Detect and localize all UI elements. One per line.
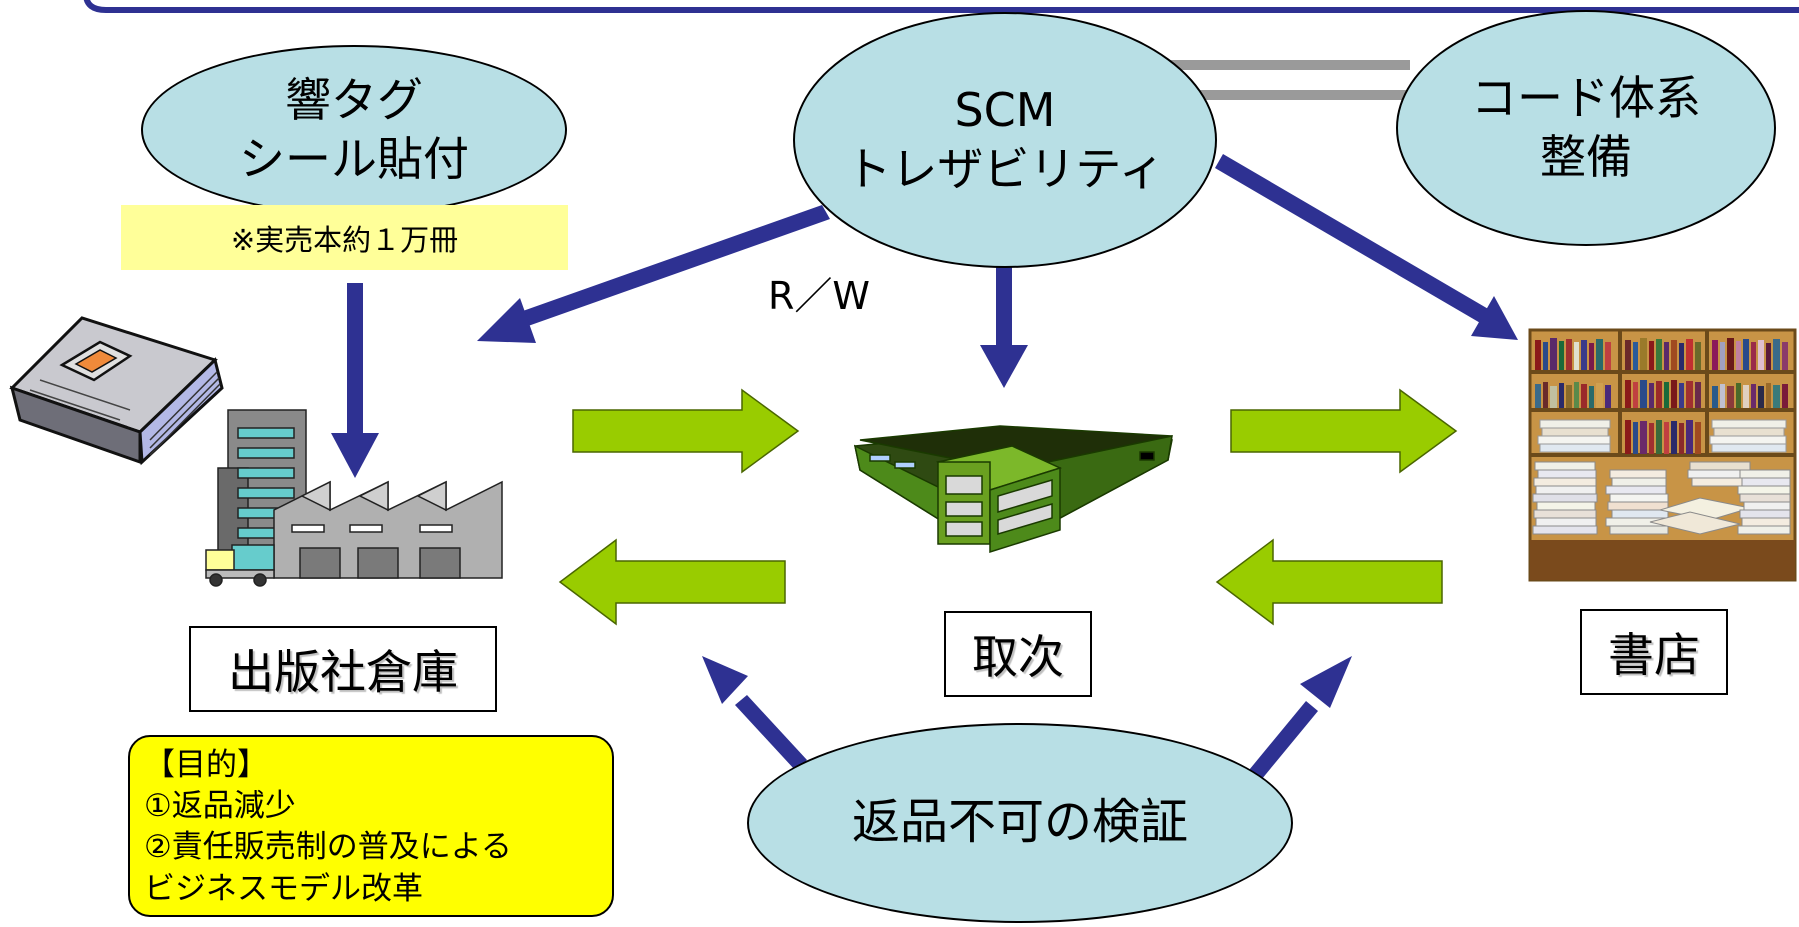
purpose-box: 【目的】 ①返品減少 ②責任販売制の普及による ビジネスモデル改革 (128, 735, 614, 917)
ellipse-scm: SCM トレザビリティ (793, 12, 1217, 268)
blue-arrows (331, 154, 1518, 791)
arrow-scm-to-publisher (477, 205, 830, 343)
green-arrows (558, 388, 1458, 626)
purpose-item: ①返品減少 (144, 788, 296, 825)
rw-label: R／W (768, 274, 870, 318)
arrow-verify-to-bookstore (1240, 656, 1352, 791)
warehouse-icon (205, 409, 503, 587)
ellipse-code-system: コード体系 整備 (1396, 10, 1776, 246)
ellipse-return-verify: 返品不可の検証 (747, 723, 1293, 923)
purpose-item: ②責任販売制の普及による (144, 829, 512, 866)
green-arrow-bookstore-to-distributor (1215, 538, 1443, 626)
node-bookstore: 書店 (1580, 609, 1728, 695)
green-arrow-distributor-to-bookstore (1230, 388, 1458, 474)
ellipse-return-verify-label: 返品不可の検証 (851, 794, 1188, 851)
arrow-verify-to-distributor (702, 656, 807, 770)
ellipse-tag-seal: 響タグ シール貼付 (141, 45, 567, 215)
bookshelf-icon (1528, 328, 1797, 582)
node-bookstore-label: 書店 (1608, 628, 1700, 682)
node-distributor-label: 取次 (972, 630, 1064, 684)
ellipse-scm-label: SCM トレザビリティ (845, 83, 1165, 196)
double-connector (1150, 60, 1410, 100)
arrow-scm-to-distributor (980, 265, 1028, 388)
note-actual-sales-text: ※実売本約１万冊 (230, 222, 459, 257)
node-publisher-warehouse-label: 出版社倉庫 (228, 645, 458, 699)
green-arrow-distributor-to-publisher (558, 538, 786, 626)
purpose-heading: 【目的】 (144, 747, 268, 783)
node-distributor: 取次 (944, 611, 1092, 697)
green-arrow-publisher-to-distributor (572, 388, 800, 474)
arrow-seal-to-publisher (331, 283, 379, 478)
header-frame (83, 0, 1799, 13)
purpose-item: ビジネスモデル改革 (144, 870, 423, 907)
arrow-scm-to-bookstore (1215, 154, 1518, 340)
distribution-center-icon (853, 425, 1173, 554)
note-actual-sales: ※実売本約１万冊 (121, 205, 568, 270)
ellipse-code-system-label: コード体系 整備 (1471, 71, 1701, 184)
node-publisher-warehouse: 出版社倉庫 (189, 626, 497, 712)
book-icon (9, 316, 224, 466)
ellipse-tag-seal-label: 響タグ シール貼付 (239, 73, 469, 186)
